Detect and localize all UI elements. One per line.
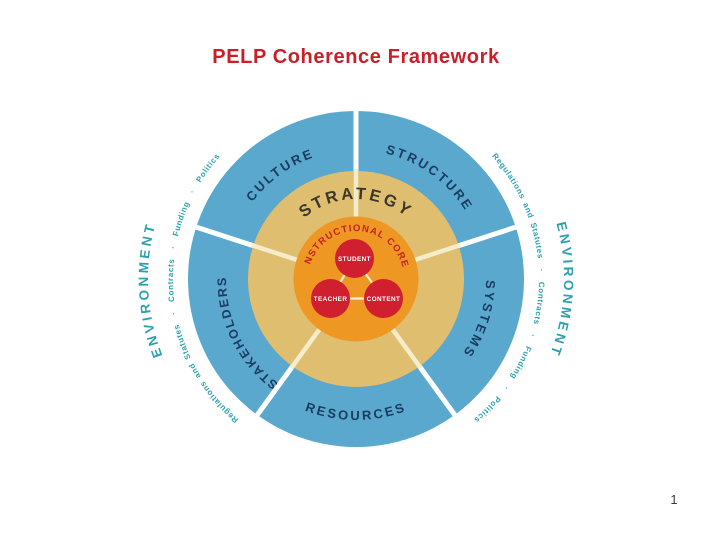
ring-spoke-lower-left: [289, 324, 324, 370]
ring-divider-lower-left: [254, 362, 297, 418]
ring-divider-lower-right: [415, 362, 458, 418]
environment-label-right: ENVIRONMENT: [547, 220, 576, 360]
ring-divider-upper-left: [193, 224, 257, 249]
outer-ring-dividers: [193, 109, 519, 418]
teacher-node: [311, 279, 350, 318]
ring-spoke-lower-right: [388, 324, 423, 370]
instructional-core-circle: [293, 216, 419, 342]
middle-ring-spokes: [250, 169, 462, 370]
page-title: PELP Coherence Framework: [212, 46, 500, 68]
ring-spoke-upper-left: [250, 242, 302, 264]
ring-divider-upper-right: [455, 224, 519, 249]
content-node: [364, 279, 403, 318]
student-node: [335, 239, 374, 278]
teacher-node-label: TEACHER: [314, 296, 348, 303]
ring-spoke-upper-right: [410, 242, 462, 264]
content-node-label: CONTENT: [367, 296, 401, 303]
page-number-label: 1: [670, 492, 678, 507]
student-node-label: STUDENT: [338, 256, 371, 263]
environment-label-left: ENVIRONMENT: [136, 220, 165, 360]
